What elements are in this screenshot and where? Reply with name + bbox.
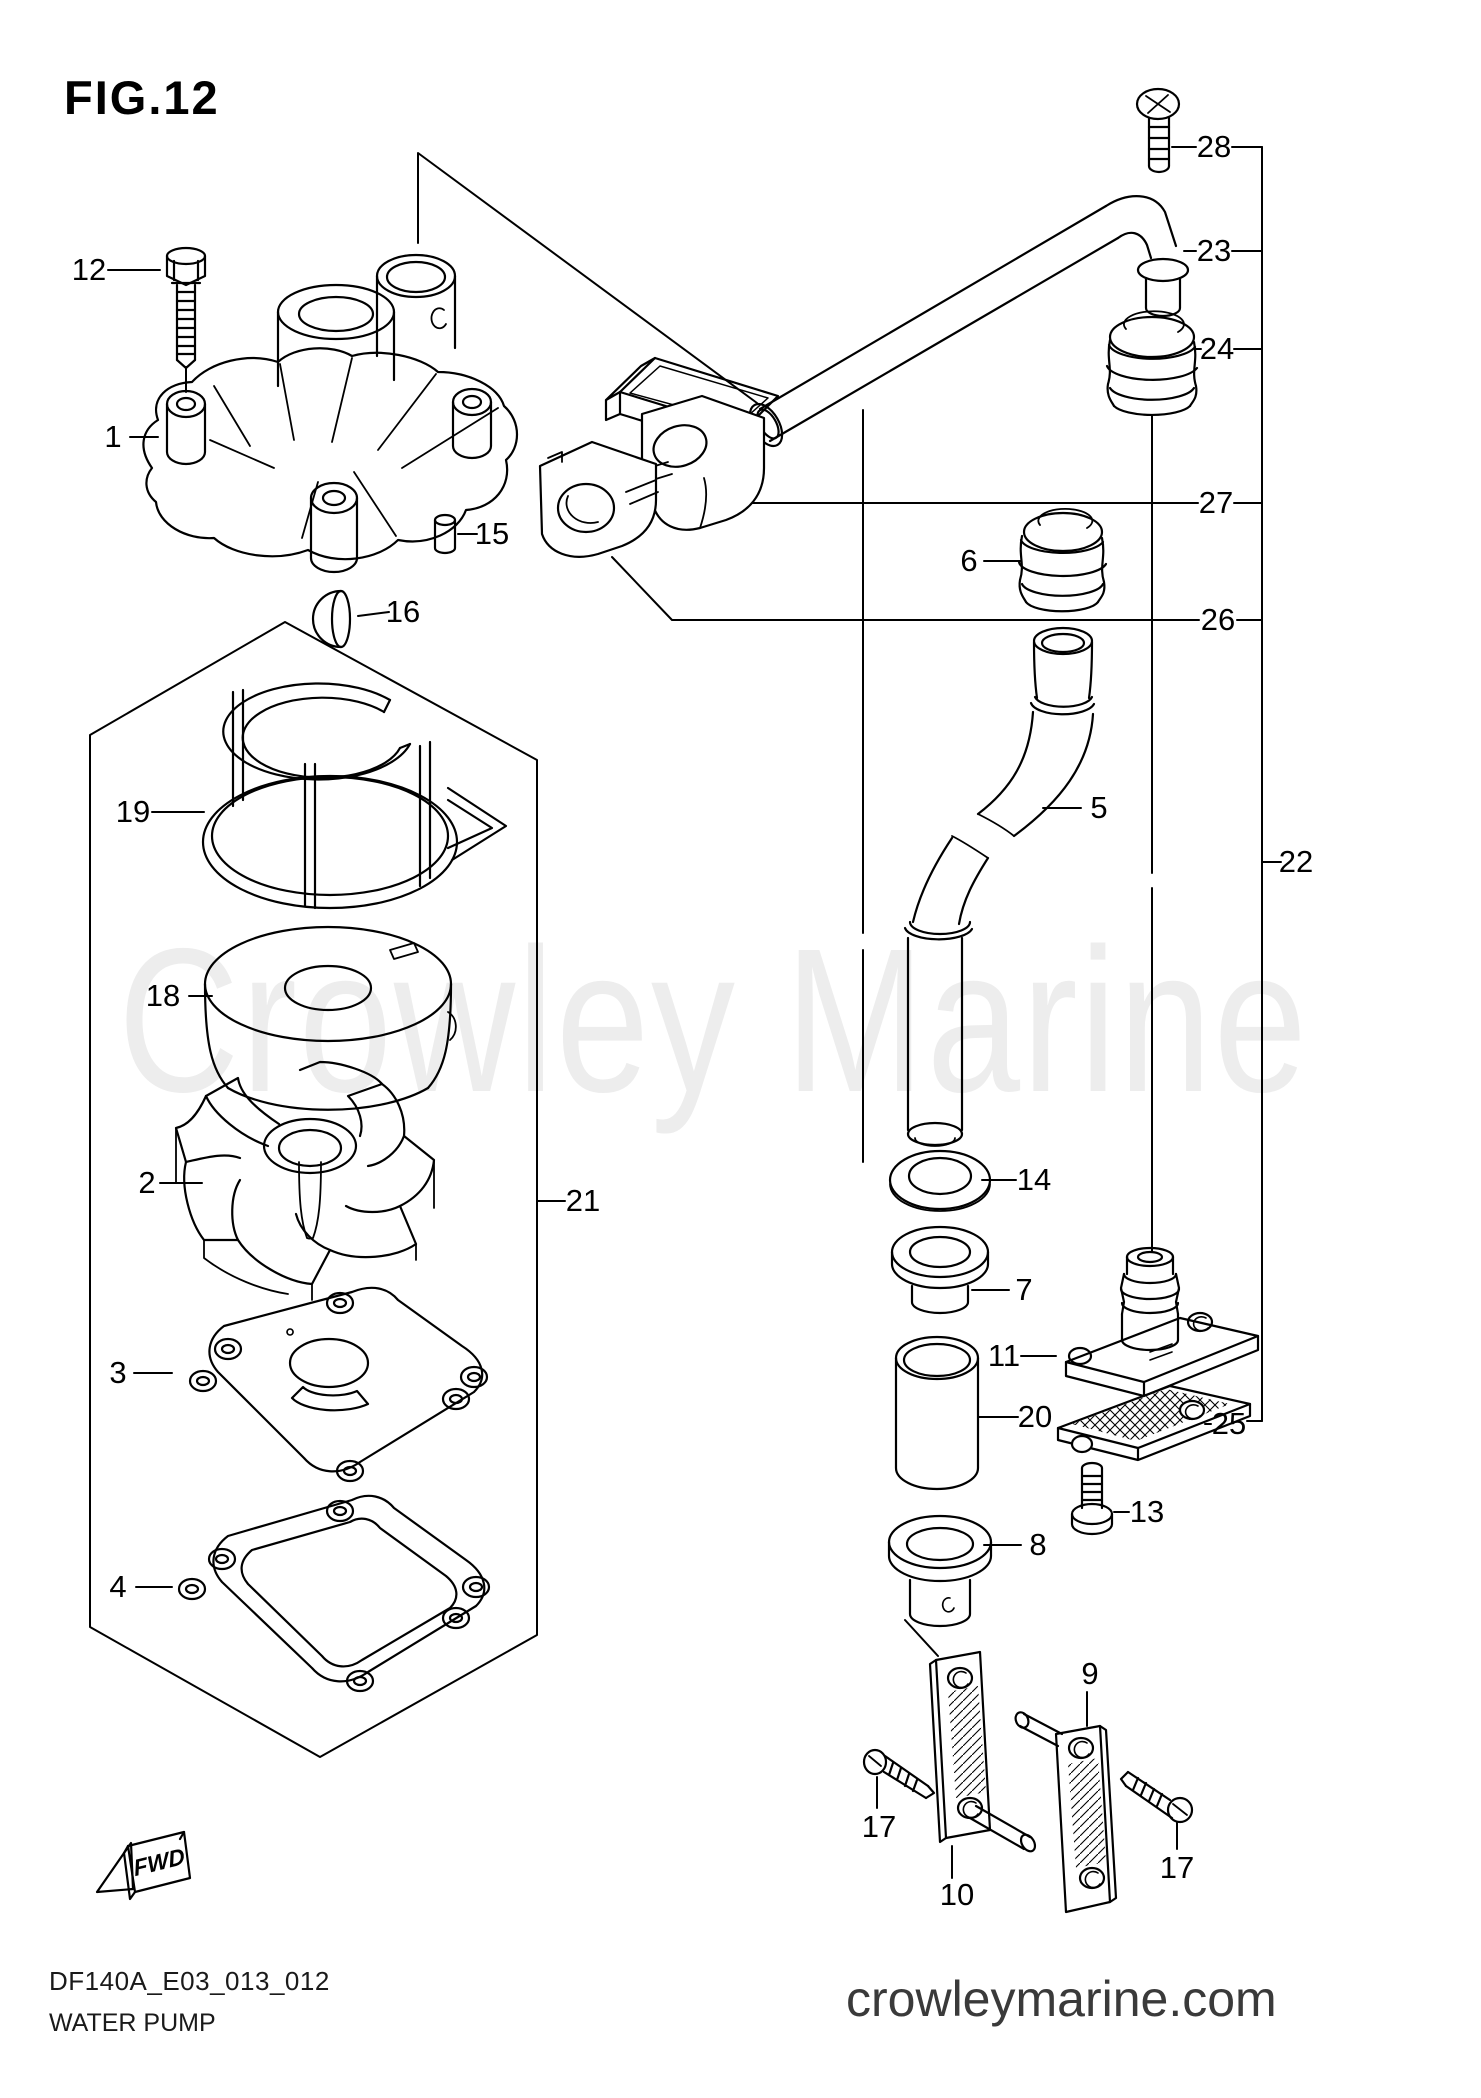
callout-part-21: 21: [565, 1183, 601, 1218]
callout-part-6: 6: [960, 543, 978, 578]
fwd-arrow: [95, 1830, 192, 1901]
callout-part-10: 10: [939, 1877, 975, 1912]
callout-part-9: 9: [1081, 1656, 1099, 1691]
callout-part-2: 2: [138, 1165, 156, 1200]
callout-part-27: 27: [1198, 485, 1234, 520]
callout-part-4: 4: [109, 1569, 127, 1604]
figure-title: FIG.12: [64, 71, 220, 124]
callout-part-14: 14: [1016, 1162, 1052, 1197]
part-2-impeller-drawing: [174, 1060, 436, 1301]
callout-part-18: 18: [145, 978, 181, 1013]
part-7-bush-drawing: [890, 1225, 990, 1315]
watermark: Crowley Marine: [118, 906, 1309, 1135]
callout-part-17b: 17: [1159, 1850, 1195, 1885]
part-13-bolt-drawing: [1070, 1461, 1114, 1536]
part-19-retainer-drawing: [201, 682, 508, 910]
callout-part-24: 24: [1199, 331, 1235, 366]
callout-part-25: 25: [1211, 1406, 1247, 1441]
part-12-bolt-drawing: [165, 246, 207, 370]
part-14-washer-drawing: [888, 1149, 992, 1212]
part-11-bracket-drawing: [1064, 1246, 1260, 1398]
website-text: crowleymarine.com: [846, 1971, 1277, 2027]
callout-part-11: 11: [987, 1338, 1021, 1373]
callout-part-26: 26: [1200, 602, 1236, 637]
part-17-screw-left-drawing: [862, 1748, 936, 1800]
part-3-under-plate-drawing: [188, 1286, 489, 1483]
leader-lines: [107, 146, 1282, 1879]
part-4-gasket-drawing: [177, 1494, 491, 1693]
part-25-strainer-plate-drawing: [1056, 1384, 1252, 1462]
callout-part-17a: 17: [861, 1809, 897, 1844]
drawing-code: DF140A_E03_013_012: [49, 1966, 330, 1996]
part-8-bush-drawing: [887, 1514, 993, 1628]
part-10-strainer-drawing: [928, 1650, 1037, 1853]
callout-part-13: 13: [1129, 1494, 1165, 1529]
part-24-grommet-drawing: [1105, 310, 1199, 417]
callout-part-12: 12: [71, 252, 107, 287]
callout-part-5: 5: [1090, 790, 1108, 825]
sub-assembly-box: [89, 621, 538, 1758]
callout-part-15: 15: [474, 516, 510, 551]
part-26-clamp-drawing: [538, 440, 659, 558]
part-28-screw-drawing: [1135, 87, 1181, 174]
part-16-key-drawing: [311, 589, 352, 649]
callout-part-20: 20: [1017, 1399, 1053, 1434]
callout-part-28: 28: [1196, 129, 1232, 164]
callout-part-19: 19: [115, 794, 151, 829]
part-23-water-pipe-drawing: [748, 195, 1190, 448]
callout-part-23: 23: [1196, 233, 1232, 268]
part-6-grommet-drawing: [1017, 507, 1108, 613]
callout-part-16: 16: [385, 594, 421, 629]
part-27-bracket-drawing: [604, 356, 780, 531]
callout-part-7: 7: [1015, 1272, 1033, 1307]
part-5-hose-drawing: [903, 626, 1096, 1147]
callout-part-22: 22: [1278, 844, 1314, 879]
callout-part-3: 3: [109, 1355, 127, 1390]
part-18-cup-drawing: [203, 925, 457, 1111]
part-15-pin-drawing: [433, 513, 457, 555]
part-1-pump-case-drawing: [142, 253, 518, 574]
part-20-sleeve-drawing: [894, 1335, 980, 1491]
part-9-strainer-drawing: [1014, 1711, 1118, 1914]
callout-part-1: 1: [104, 419, 122, 454]
callout-part-8: 8: [1029, 1527, 1047, 1562]
drawing-title: WATER PUMP: [49, 2009, 216, 2037]
part-17-screw-right-drawing: [1119, 1770, 1194, 1824]
